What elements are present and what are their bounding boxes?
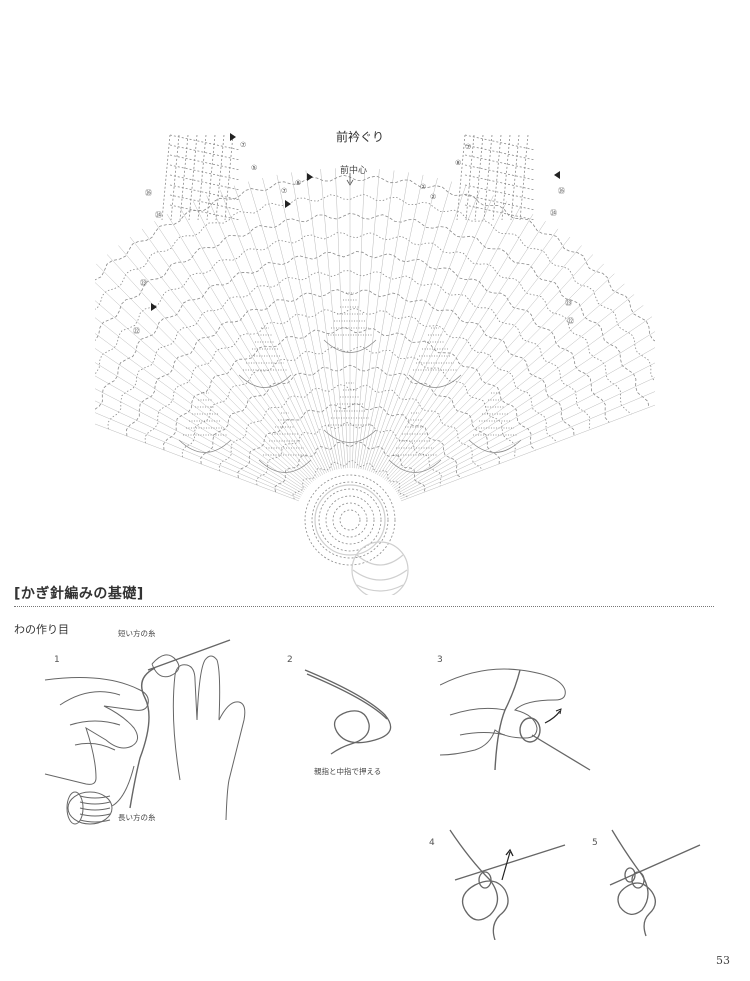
yarn-loop [611,829,656,937]
step-3-illustration [440,668,591,771]
page-number: 53 [716,954,730,967]
left-hand [44,677,149,785]
row-marker: ㉖ [145,189,152,197]
section-title: [かぎ針編みの基礎] [14,586,144,602]
crochet-hook [454,844,566,881]
front-center-arrow [346,173,354,186]
row-marker: ㉒ [567,317,574,325]
arrow-icon [544,708,562,724]
step-1-note-long-yarn: 長い方の糸 [118,813,156,822]
step-3-number: 3 [437,655,443,665]
step-2-illustration [304,669,392,755]
chart-title: 前衿ぐり [336,130,385,144]
step-1-number: 1 [54,655,60,665]
yarn-strand [494,669,521,771]
step-1-illustration [44,639,246,825]
neck-marker: ② [420,183,426,191]
step-1-note-short-yarn: 短い方の糸 [118,629,156,638]
neck-marker: ⑧ [295,179,301,187]
marker-triangle [285,200,291,208]
crochet-chart-diagram: ⑦ ⑤ ㉖ ㉔ ㉓ ㉒ ⑦ ⑧ ㉖ ㉔ ㉓ ㉒ ⑦ ⑧ ② ② [95,133,655,595]
marker-triangle [230,133,236,141]
step-5-illustration [609,829,701,937]
neck-marker: ⑦ [281,187,287,195]
arrow-icon [501,848,514,881]
row-marker: ㉔ [155,211,162,219]
row-marker: ㉔ [550,209,557,217]
neck-marker: ② [430,193,436,201]
yarn-strand [129,667,156,809]
right-hand [172,655,246,821]
yarn-loop [449,829,509,940]
marker-triangle [554,171,560,179]
step-4-illustration [449,829,566,940]
section-divider [14,606,714,607]
row-marker: ⑧ [455,159,461,167]
row-marker: ㉓ [140,279,147,287]
step-2-note: 親指と中指で押える [314,767,382,776]
row-start-markers [151,133,560,311]
front-center-label: 前中心 [340,166,368,176]
row-marker: ㉒ [133,327,140,335]
row-marker: ⑦ [465,143,471,151]
step-5-number: 5 [592,838,598,848]
marker-triangle [151,303,157,311]
row-marker: ⑦ [240,141,246,149]
row-marker: ㉖ [558,187,565,195]
row-markers: ⑦ ⑤ ㉖ ㉔ ㉓ ㉒ ⑦ ⑧ ㉖ ㉔ ㉓ ㉒ ⑦ ⑧ ② ② [133,141,574,335]
crochet-hook [147,639,231,671]
row-marker: ⑤ [251,164,257,172]
step-4-number: 4 [429,838,435,848]
chart-stitch-lines [95,134,655,566]
left-hand [440,668,566,756]
crochet-hook [531,734,591,771]
yarn-ball-icon [66,791,113,825]
marker-triangle [307,173,313,181]
row-marker: ㉓ [565,299,572,307]
yarn-loop [304,669,392,755]
subsection-title: わの作り目 [14,623,69,636]
crochet-hook [609,844,701,886]
step-2-number: 2 [287,655,293,665]
yarn-ball-watermark [314,484,409,595]
